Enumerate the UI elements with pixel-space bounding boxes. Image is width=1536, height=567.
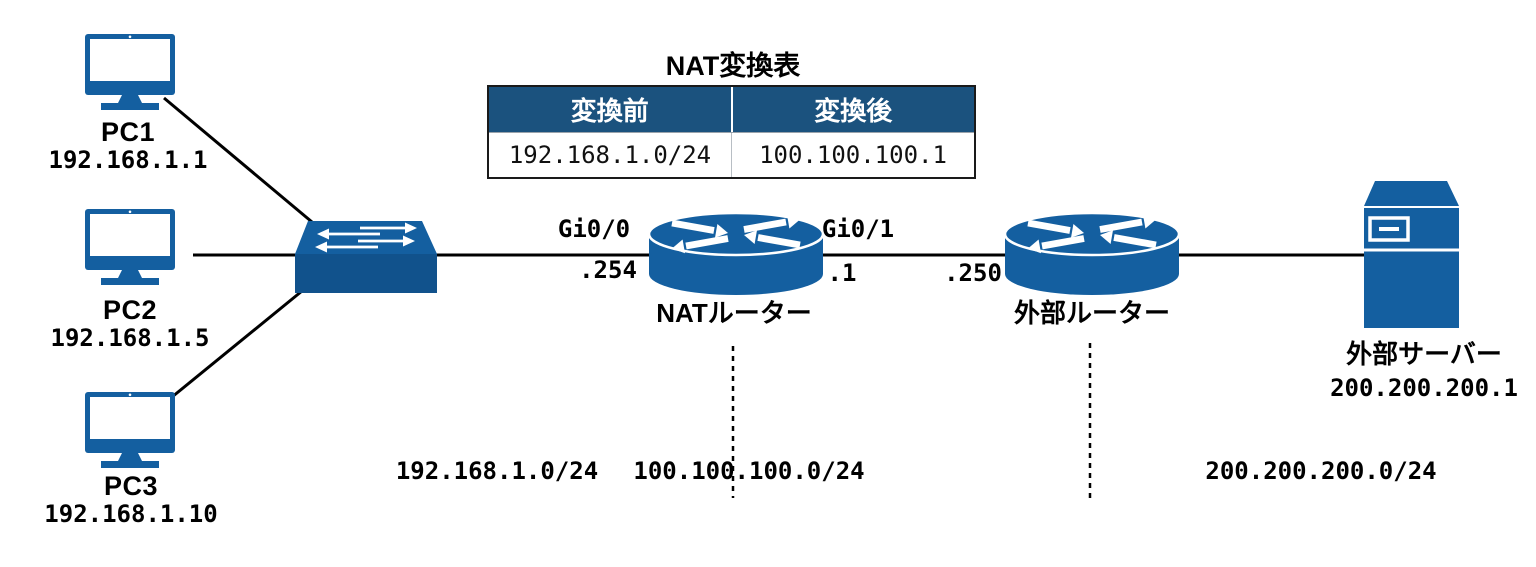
nat-table-header-before: 変換前	[489, 87, 733, 132]
ext-router-name: 外部ルーター	[1013, 298, 1171, 328]
nat-table: 変換前 変換後 192.168.1.0/24 100.100.100.1	[487, 85, 976, 179]
server-ip: 200.200.200.1	[1330, 374, 1518, 402]
pc1-ip: 192.168.1.1	[48, 146, 208, 174]
nat-table-title: NAT変換表	[665, 51, 801, 81]
nat-table-header-after: 変換後	[732, 87, 974, 132]
segment-external-cidr: 200.200.200.0/24	[1205, 457, 1437, 485]
nat-router-if-left-ip: .254	[579, 256, 637, 284]
pc1-name: PC1	[100, 117, 156, 147]
nat-table-header-row: 変換前 変換後	[489, 87, 974, 132]
switch-icon	[295, 221, 437, 293]
pc3-ip: 192.168.1.10	[44, 500, 218, 528]
nat-router-name: NATルーター	[656, 298, 812, 328]
pc2-ip: 192.168.1.5	[50, 324, 210, 352]
nat-router-if-left: Gi0/0	[557, 215, 631, 243]
server-name: 外部サーバー	[1346, 339, 1502, 369]
pc2-name: PC2	[102, 295, 158, 325]
segment-wan-cidr: 100.100.100.0/24	[633, 457, 865, 485]
nat-router-icon	[648, 212, 824, 295]
nat-table-cell-after: 100.100.100.1	[759, 141, 947, 169]
pc3-monitor-icon	[85, 392, 175, 468]
pc2-monitor-icon	[85, 209, 175, 285]
external-router-icon	[1004, 212, 1180, 295]
pc3-switch-line	[171, 289, 303, 399]
nat-router-if-right: Gi0/1	[821, 215, 895, 243]
nat-router-if-right-ip: .1	[827, 259, 857, 287]
ext-router-ip: .250	[944, 259, 1002, 287]
pc1-switch-line	[163, 96, 313, 224]
pc1-monitor-icon	[85, 34, 175, 110]
pc3-name: PC3	[103, 471, 159, 501]
nat-table-data-row: 192.168.1.0/24 100.100.100.1	[489, 132, 974, 177]
nat-table-cell-before: 192.168.1.0/24	[489, 133, 732, 177]
external-server-icon	[1364, 181, 1459, 328]
segment-lan-cidr: 192.168.1.0/24	[395, 457, 599, 485]
